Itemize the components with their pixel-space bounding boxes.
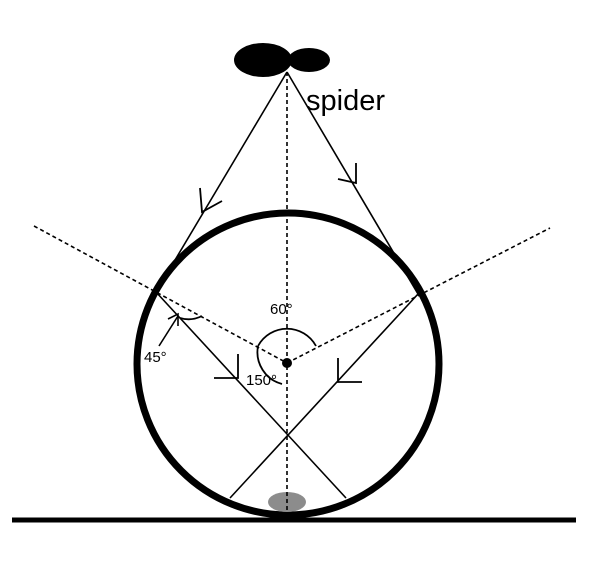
ray-right-refracted xyxy=(229,293,419,499)
droplet-circle xyxy=(133,209,443,519)
spider-icon xyxy=(234,43,330,77)
arrow-right-incoming xyxy=(337,163,357,185)
angle-arc-150 xyxy=(256,345,283,385)
arrow-left-incoming xyxy=(199,187,223,214)
normal-left xyxy=(33,225,288,364)
ray-left-refracted xyxy=(155,291,347,499)
normal-right xyxy=(286,227,551,364)
angle-label-45: 45° xyxy=(144,349,167,366)
pointer-45-head xyxy=(167,312,179,326)
angle-label-150: 150° xyxy=(246,372,277,389)
spider-label: spider xyxy=(306,85,385,117)
pointer-45 xyxy=(158,315,179,347)
ray-left-incoming xyxy=(155,71,288,293)
center-point xyxy=(282,358,292,368)
arrow-left-refracted xyxy=(214,354,239,379)
angle-arc-60 xyxy=(257,327,317,347)
arrow-right-refracted xyxy=(337,358,362,383)
angle-label-60: 60° xyxy=(270,301,293,318)
angle-arc-45 xyxy=(179,315,203,321)
